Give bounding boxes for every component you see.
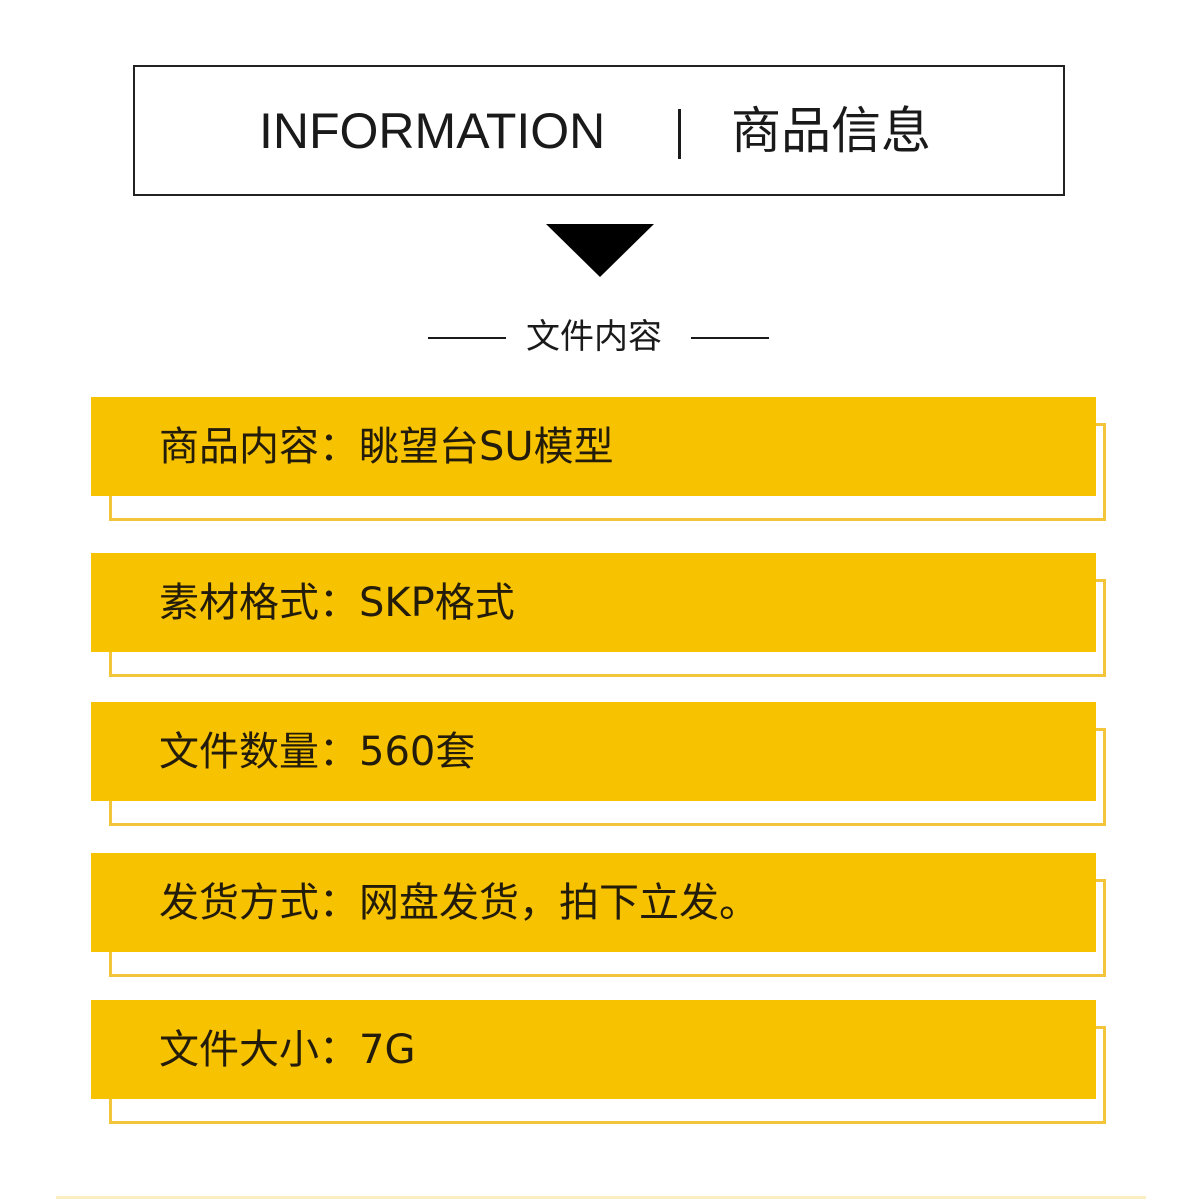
info-row-banner: 商品内容：眺望台SU模型 bbox=[91, 397, 1096, 496]
header-title-english: INFORMATION bbox=[259, 103, 606, 159]
down-arrow-icon bbox=[546, 224, 654, 277]
info-row-banner: 文件大小：7G bbox=[91, 1000, 1096, 1099]
info-row-product-content: 商品内容：眺望台SU模型 bbox=[91, 397, 1111, 525]
header-title-separator bbox=[678, 109, 681, 159]
info-row-file-count: 文件数量：560套 bbox=[91, 702, 1111, 830]
info-row-text: 素材格式：SKP格式 bbox=[159, 579, 515, 626]
section-heading-left-rule bbox=[428, 337, 506, 339]
info-row-banner: 发货方式：网盘发货，拍下立发。 bbox=[91, 853, 1096, 952]
section-title: 文件内容 bbox=[526, 317, 662, 357]
info-row-material-format: 素材格式：SKP格式 bbox=[91, 553, 1111, 681]
bottom-divider bbox=[56, 1196, 1146, 1199]
header-title-box: INFORMATION 商品信息 bbox=[133, 65, 1065, 196]
info-row-text: 发货方式：网盘发货，拍下立发。 bbox=[159, 879, 759, 926]
info-row-banner: 文件数量：560套 bbox=[91, 702, 1096, 801]
info-row-text: 文件数量：560套 bbox=[159, 728, 476, 775]
info-row-file-size: 文件大小：7G bbox=[91, 1000, 1111, 1128]
info-row-text: 文件大小：7G bbox=[159, 1026, 416, 1073]
info-row-delivery-method: 发货方式：网盘发货，拍下立发。 bbox=[91, 853, 1111, 981]
section-heading-right-rule bbox=[691, 337, 769, 339]
header-title-chinese: 商品信息 bbox=[731, 102, 931, 160]
info-row-banner: 素材格式：SKP格式 bbox=[91, 553, 1096, 652]
section-heading: 文件内容 bbox=[0, 312, 1200, 362]
info-row-text: 商品内容：眺望台SU模型 bbox=[159, 423, 614, 470]
